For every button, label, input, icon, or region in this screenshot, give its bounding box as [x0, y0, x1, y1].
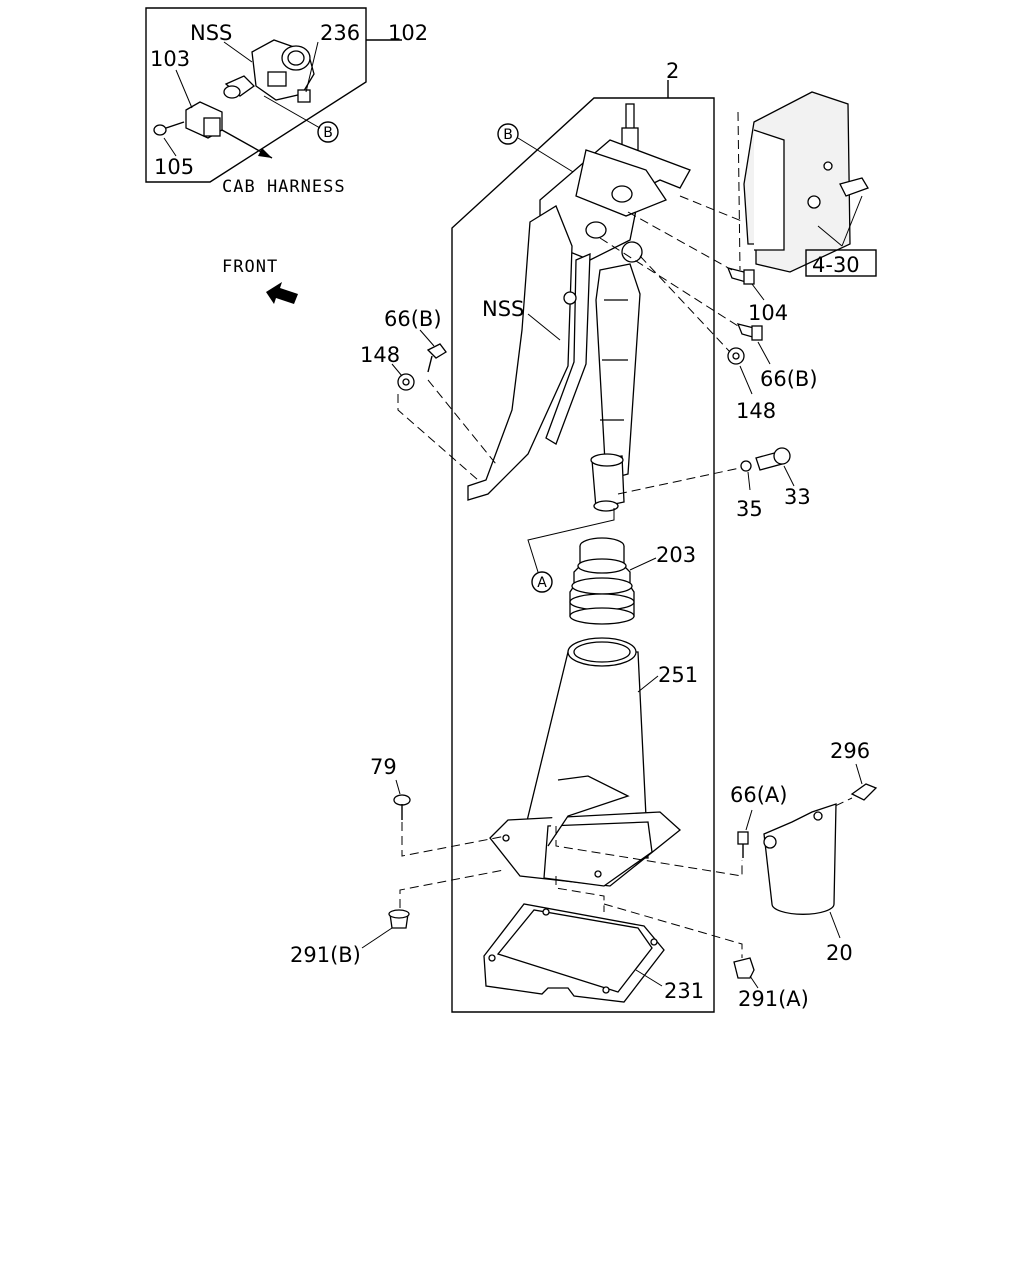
callout-33: 33	[784, 485, 811, 509]
nut-148-left-part: 148	[360, 343, 415, 391]
callout-203: 203	[656, 543, 696, 567]
callout-251: 251	[658, 663, 698, 687]
callout-148-left: 148	[360, 343, 400, 367]
callout-104: 104	[748, 301, 788, 325]
gasket-231-part: 231	[483, 903, 704, 1003]
callout-b-main: B	[503, 127, 513, 143]
callout-102: 102	[388, 21, 428, 45]
switch-connector-part	[223, 39, 315, 101]
main-assembly-frame: 2	[451, 59, 715, 1013]
callout-291a: 291(A)	[738, 987, 809, 1011]
callout-231: 231	[664, 979, 704, 1003]
washer-35-part: 35	[736, 460, 763, 521]
clip-291a-part: 291(A)	[733, 957, 809, 1011]
screw-105-part	[153, 121, 185, 136]
inset-switch-assembly: 102 236 NSS 103 105	[145, 7, 428, 197]
cab-harness-arrow-icon	[258, 148, 272, 158]
arrow-up-left-icon	[266, 282, 298, 304]
boot-251-part: 251	[489, 637, 698, 887]
circle-b-inset	[317, 121, 339, 143]
front-indicator: FRONT	[222, 257, 298, 304]
bolt-33-part: 33	[755, 447, 811, 509]
callout-cab-harness: CAB HARNESS	[222, 177, 346, 197]
clip-296-part: 296	[830, 739, 878, 801]
connector-103-part	[185, 101, 223, 139]
callout-66a: 66(A)	[730, 783, 787, 807]
callout-291b: 291(B)	[290, 943, 361, 967]
boot-203-part: 203	[569, 537, 696, 625]
callout-nss-inset: NSS	[190, 21, 232, 45]
callout-148-right: 148	[736, 399, 776, 423]
callout-b-inset: B	[323, 125, 333, 141]
ref-box-4-30	[805, 249, 877, 277]
bolt-66b-right-part: 66(B)	[599, 237, 818, 391]
callout-66b-right: 66(B)	[760, 367, 818, 391]
right-bracket-part: 4-30	[737, 91, 877, 277]
callout-35: 35	[736, 497, 763, 521]
callout-296: 296	[830, 739, 870, 763]
callout-105: 105	[154, 155, 194, 179]
callout-nss-main: NSS	[482, 297, 524, 321]
part-236-clip	[297, 89, 311, 103]
callout-79: 79	[370, 755, 397, 779]
callout-a-main: A	[537, 575, 547, 591]
cover-20-part: 20	[763, 803, 853, 965]
front-label: FRONT	[222, 257, 278, 277]
callout-66b-left: 66(B)	[384, 307, 442, 331]
circle-a-group: A	[527, 508, 615, 593]
callout-20: 20	[826, 941, 853, 965]
callout-103: 103	[150, 47, 190, 71]
bolt-66a-part: 66(A)	[730, 783, 787, 858]
bolt-66b-left-part: 66(B)	[384, 307, 447, 373]
screw-79-part: 79	[370, 755, 411, 820]
callout-4-30: 4-30	[812, 253, 860, 277]
grommet-291b-part: 291(B)	[290, 909, 410, 967]
callout-236: 236	[320, 21, 360, 45]
nut-148-right-part: 148	[639, 255, 776, 423]
shift-lever-mechanism	[467, 103, 691, 512]
callout-2: 2	[666, 59, 679, 83]
bolt-104-part: 104	[627, 211, 788, 325]
